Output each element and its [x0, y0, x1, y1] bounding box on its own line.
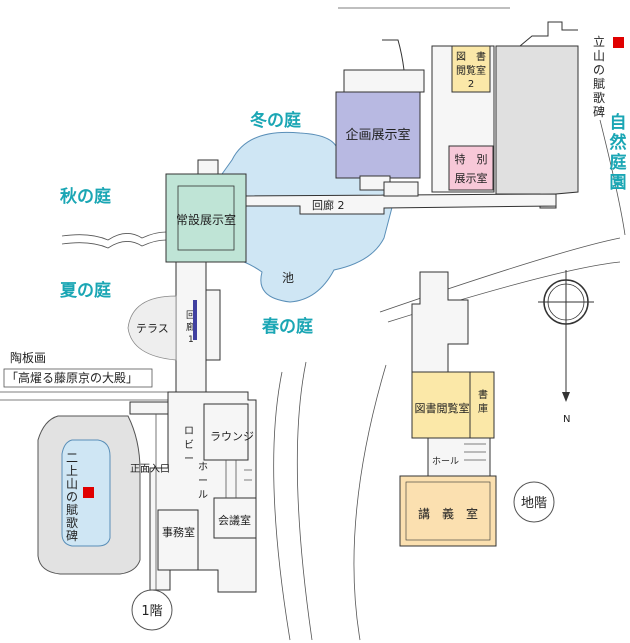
tateyama-text-char: 賦 — [593, 77, 605, 91]
terrace — [127, 295, 177, 361]
tateyama-text-char: 立 — [593, 34, 605, 49]
corridor1-label-2: 廊 — [186, 321, 195, 333]
futagami-text-char: 山 — [66, 477, 78, 491]
library2-label-3: 2 — [468, 79, 474, 90]
special-exhibit-label-1: 特 別 — [455, 152, 488, 166]
stream — [61, 231, 167, 241]
futagami-text-char: 二 — [66, 451, 78, 465]
ceramic-frame — [3, 368, 153, 388]
garden-autumn-label: 秋の庭 — [60, 186, 111, 207]
special-gallery-label: 企画展示室 — [345, 127, 410, 143]
corridor2-link — [383, 181, 419, 197]
special-exhibit-label-2: 展示室 — [455, 171, 488, 185]
office-room — [157, 509, 199, 571]
stairs-1f — [225, 460, 252, 498]
floor-badge-1f — [131, 589, 173, 631]
lecture-inner — [405, 481, 491, 541]
stack-label-1: 書 — [478, 388, 488, 401]
grey-building — [495, 45, 579, 209]
terrace-label: テラス — [136, 322, 169, 335]
garden-winter-label: 冬の庭 — [250, 110, 301, 131]
lobby-label-1: ロ — [184, 426, 194, 437]
hall-label-2: ー — [198, 476, 208, 487]
permanent-gallery-inner — [177, 185, 235, 251]
corridor1-side — [205, 289, 221, 361]
tateyama-text-char: 碑 — [593, 104, 605, 119]
pond-label: 池 — [282, 271, 294, 285]
tateyama-monument-marker — [613, 37, 624, 48]
futagami-text-char: 賦 — [66, 503, 78, 517]
garden-spring-label: 春の庭 — [262, 316, 313, 337]
lecture-room — [399, 475, 497, 547]
hall-label-3: ル — [198, 490, 208, 501]
library2-label-2: 閲覧室 — [456, 64, 486, 77]
library-b1-label: 図書閲覧室 — [415, 401, 470, 415]
lounge-label: ラウンジ — [210, 430, 254, 443]
nature-text-char: 自 — [610, 112, 627, 133]
nature-text-char: 庭 — [610, 152, 627, 173]
stream-bank — [61, 239, 167, 249]
basement-upper — [411, 271, 469, 373]
floor-label-1f: 1階 — [141, 604, 162, 619]
compass-north: N — [563, 414, 570, 425]
special-exhibit-room — [448, 145, 494, 191]
library2-label-1: 図 書 — [456, 50, 486, 63]
lounge-room — [203, 403, 249, 461]
hall-b1-label: ホール — [432, 456, 459, 467]
garden-summer-label: 夏の庭 — [60, 280, 111, 301]
corridor1-label-1: 回 — [186, 310, 195, 321]
futagami-text-char: 碑 — [66, 528, 78, 543]
library2-room — [451, 45, 491, 93]
tateyama-text-char: 山 — [593, 49, 605, 63]
stairs-b1 — [464, 443, 486, 461]
compass: N — [538, 270, 594, 425]
ceramic-painting-wall — [193, 300, 197, 340]
floor-label-b1: 地階 — [521, 496, 547, 511]
meeting-room — [213, 497, 257, 539]
lobby-label-2: ビ — [184, 439, 194, 451]
lobby-label-3: ー — [184, 454, 194, 465]
roof-steps — [519, 21, 578, 47]
meeting-label: 会議室 — [218, 513, 251, 527]
corridor2-label: 回廊 2 — [312, 198, 345, 212]
futagami-text-char: の — [66, 490, 78, 504]
office-label: 事務室 — [162, 525, 195, 539]
corridor1 — [175, 261, 207, 403]
entrance-label: 正面入口 — [130, 464, 170, 475]
special-gallery-top — [343, 69, 425, 93]
floor-badge-b1 — [513, 481, 555, 523]
stack-label-2: 庫 — [478, 402, 488, 415]
hall-label-1: ホ — [198, 461, 208, 473]
nature-text-char: 園 — [610, 173, 627, 193]
futagami-text-char: 上 — [66, 464, 78, 478]
nature-text-char: 然 — [610, 132, 627, 153]
entrance-canopy — [129, 401, 169, 415]
corridor1-label-3: 1 — [188, 335, 194, 345]
tateyama-text-char: の — [593, 63, 605, 77]
ceramic-name: 「高燿る藤原京の大殿」 — [6, 370, 138, 385]
tateyama-text-char: 歌 — [593, 90, 605, 105]
gallery-annex — [197, 159, 219, 175]
lecture-label: 講 義 室 — [418, 506, 478, 521]
futagami-monument-marker — [83, 487, 94, 498]
ceramic-title: 陶板画 — [10, 350, 46, 365]
library-b1-room — [411, 371, 495, 439]
permanent-gallery-label: 常設展示室 — [176, 212, 236, 227]
corridor2 — [243, 193, 557, 215]
futagami-text-char: 歌 — [66, 515, 78, 530]
